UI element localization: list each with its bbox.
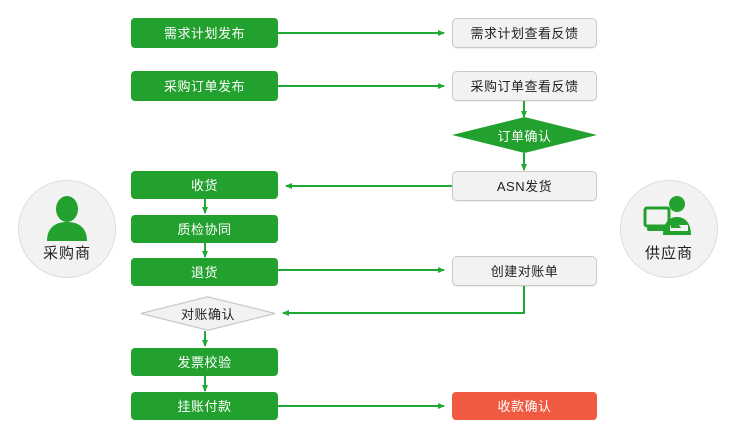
actor-supplier: 供应商 bbox=[620, 180, 718, 278]
node-label: 需求计划查看反馈 bbox=[470, 25, 579, 41]
node-payment-receipt-confirm[interactable]: 收款确认 bbox=[452, 392, 597, 420]
node-label: 质检协同 bbox=[177, 221, 232, 237]
node-label: 创建对账单 bbox=[490, 263, 559, 279]
node-label: 挂账付款 bbox=[177, 398, 232, 414]
node-payment-posting[interactable]: 挂账付款 bbox=[131, 392, 278, 420]
node-label: 收货 bbox=[190, 177, 218, 193]
node-label: 采购订单发布 bbox=[163, 78, 245, 94]
node-receive-goods[interactable]: 收货 bbox=[131, 171, 278, 199]
node-label: 订单确认 bbox=[497, 128, 552, 144]
node-invoice-verification[interactable]: 发票校验 bbox=[131, 348, 278, 376]
node-statement-confirm[interactable]: 对账确认 bbox=[140, 296, 276, 331]
node-label: 需求计划发布 bbox=[163, 25, 245, 41]
person-icon bbox=[47, 196, 87, 241]
node-asn-shipment[interactable]: ASN发货 bbox=[452, 171, 597, 201]
actor-buyer-label: 采购商 bbox=[42, 245, 91, 262]
node-purchase-order-feedback[interactable]: 采购订单查看反馈 bbox=[452, 71, 597, 101]
node-label: 发票校验 bbox=[177, 354, 232, 370]
node-demand-plan-publish[interactable]: 需求计划发布 bbox=[131, 18, 278, 48]
node-purchase-order-publish[interactable]: 采购订单发布 bbox=[131, 71, 278, 101]
node-quality-inspection[interactable]: 质检协同 bbox=[131, 215, 278, 243]
actor-buyer: 采购商 bbox=[18, 180, 116, 278]
edge-n10-n11 bbox=[282, 285, 525, 316]
diamond-shape-icon bbox=[140, 296, 276, 331]
actor-supplier-label: 供应商 bbox=[644, 245, 693, 262]
node-return-goods[interactable]: 退货 bbox=[131, 258, 278, 286]
diamond-shape-icon bbox=[452, 117, 597, 153]
node-demand-plan-feedback[interactable]: 需求计划查看反馈 bbox=[452, 18, 597, 48]
node-label: 采购订单查看反馈 bbox=[470, 78, 579, 94]
node-label: 退货 bbox=[190, 264, 218, 280]
node-label: ASN发货 bbox=[496, 178, 553, 194]
node-label: 收款确认 bbox=[497, 398, 552, 414]
node-create-statement[interactable]: 创建对账单 bbox=[452, 256, 597, 286]
person-computer-icon bbox=[643, 196, 691, 235]
node-order-confirm[interactable]: 订单确认 bbox=[452, 117, 597, 153]
node-label: 对账确认 bbox=[180, 307, 235, 322]
